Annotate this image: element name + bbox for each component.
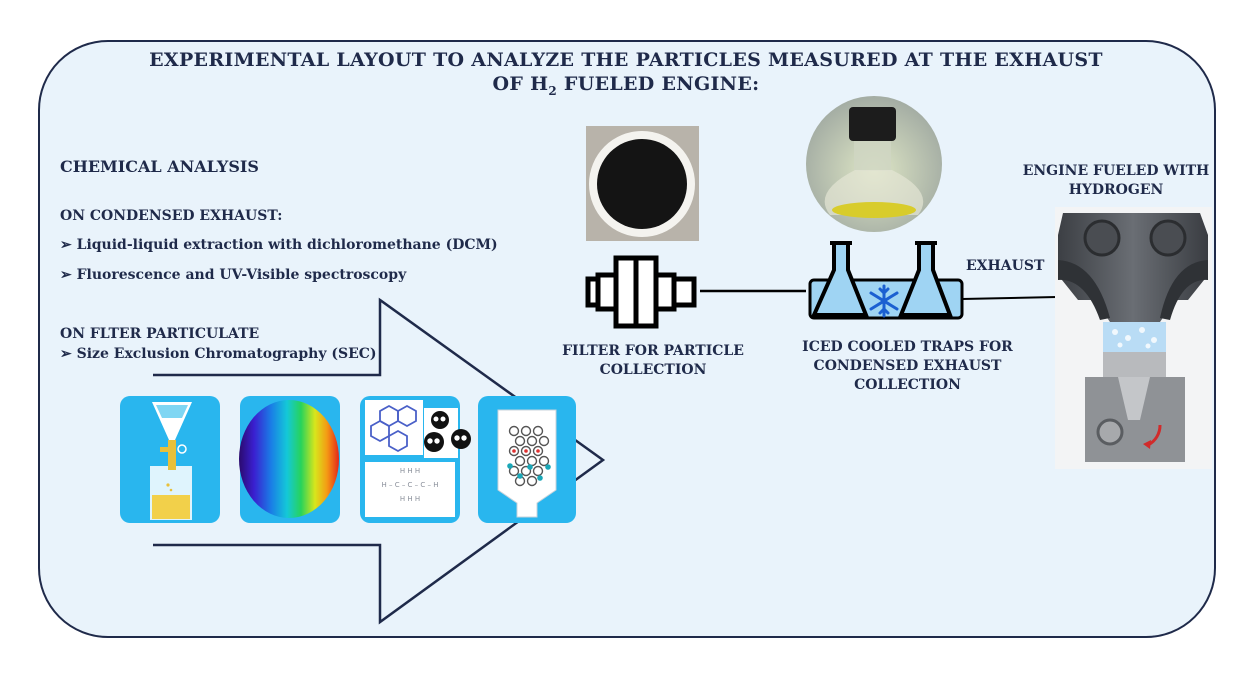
condensed-exhaust-heading: ON CONDENSED EXHAUST: xyxy=(60,208,283,224)
engine-cutaway-image xyxy=(1055,207,1212,469)
filter-holder-icon xyxy=(585,255,697,329)
soot-particles-icon xyxy=(424,411,471,452)
flask-photo xyxy=(806,96,942,232)
snowflake-icon xyxy=(869,284,899,318)
spectroscopy-tile xyxy=(239,396,340,523)
molecule-carbon-chain: H – C – C – C – H xyxy=(382,481,439,489)
filter-particulate-heading: ON FLTER PARTICULATE xyxy=(60,326,260,342)
iced-traps-icon xyxy=(808,241,964,320)
traps-to-engine-line xyxy=(961,296,1058,300)
exhaust-label: EXHAUST xyxy=(966,258,1045,274)
title-line-2: OF H2 FUELED ENGINE: xyxy=(492,73,760,98)
molecule-hydrogen-row-3: H H H xyxy=(400,495,420,503)
sec-column-tile xyxy=(478,396,576,523)
engine-caption: ENGINE FUELED WITH HYDROGEN xyxy=(1022,163,1210,198)
traps-caption: ICED COOLED TRAPS FOR CONDENSED EXHAUST … xyxy=(802,339,1013,393)
diagram-title: EXPERIMENTAL LAYOUT TO ANALYZE THE PARTI… xyxy=(120,48,1132,103)
condensed-item-2: ➢ Fluorescence and UV-Visible spectrosco… xyxy=(60,267,407,283)
condensed-item-1: ➢ Liquid-liquid extraction with dichloro… xyxy=(60,237,498,253)
process-arrow xyxy=(153,297,606,625)
molecule-hydrogen-row-1: H H H xyxy=(400,467,420,475)
title-line-1: EXPERIMENTAL LAYOUT TO ANALYZE THE PARTI… xyxy=(149,49,1103,71)
chemical-analysis-heading: CHEMICAL ANALYSIS xyxy=(60,157,259,176)
filter-photo xyxy=(586,126,699,241)
molecules-tile: H H H H – C – C – C – H H H H xyxy=(360,396,471,523)
filter-caption: FILTER FOR PARTICLE COLLECTION xyxy=(562,343,744,378)
separatory-funnel-tile xyxy=(120,396,220,523)
filter-item-1: ➢ Size Exclusion Chromatography (SEC) xyxy=(60,346,377,362)
